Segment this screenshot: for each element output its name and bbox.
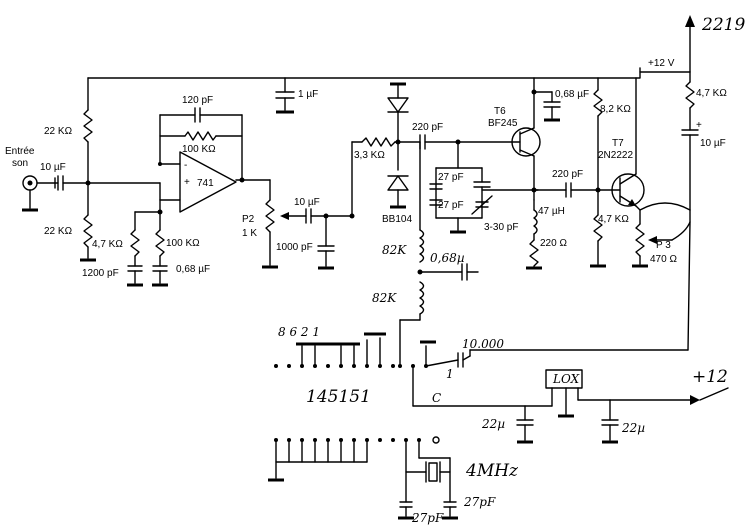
hw-4mhz: 4MHz: [465, 461, 519, 481]
drain-decoupling: [531, 89, 561, 122]
input-label-1: Entrée: [5, 146, 35, 157]
coupling-cap-220a: [419, 134, 513, 150]
r-82k-label: 8,2 KΩ: [600, 104, 631, 115]
input-jack: [22, 175, 56, 212]
p3-name: P 3: [656, 240, 671, 251]
r-47k-label: 4,7 KΩ: [92, 239, 123, 250]
r2-label: 22 KΩ: [44, 226, 73, 237]
c-10uf-c-plus: +: [696, 120, 702, 131]
c-10uf-c-label: 10 µF: [700, 138, 726, 149]
transistor-t7: [611, 77, 645, 211]
t7-type: 2N2222: [598, 150, 633, 161]
hw-plus12: +12: [692, 367, 728, 387]
t6-name: T6: [494, 106, 506, 117]
opamp-plus: +: [184, 177, 190, 188]
potentiometer-p2: [262, 179, 307, 269]
coupling-cap-220b: [565, 182, 613, 198]
hw-pins-top: 8 6 2 1: [278, 325, 320, 339]
hw-82k-a: 82K: [382, 243, 407, 257]
input-label-2: son: [12, 158, 28, 169]
p3-value: 470 Ω: [650, 254, 677, 265]
c-in-label: 10 µF: [40, 162, 66, 173]
supply-rail: [87, 15, 695, 79]
hw-22u-a: 22µ: [481, 417, 505, 431]
r-47k-b-label: 4,7 KΩ: [598, 214, 629, 225]
t7-bias: [590, 77, 606, 268]
hw-c: C: [432, 391, 441, 405]
hw-22u-b: 22µ: [621, 421, 645, 435]
coupling-cap-10uf: [305, 141, 363, 270]
r1-label: 22 KΩ: [44, 126, 73, 137]
hw-10000: 10.000: [462, 337, 504, 351]
hw-068: 0,68µ: [430, 251, 465, 265]
noninv-bias-network: [127, 199, 168, 287]
bias-divider: [80, 77, 96, 262]
opamp-741: [159, 151, 271, 213]
varicap-network: [361, 82, 421, 209]
vcc-label: +12 V: [648, 58, 675, 69]
output-label: 2219: [701, 15, 745, 35]
hw-1: 1: [446, 367, 454, 381]
ic-145151-top-pins: [274, 332, 553, 407]
trim-label: 3-30 pF: [484, 222, 518, 233]
varicap-label: BB104: [382, 214, 412, 225]
voltage-regulator: [516, 369, 729, 444]
r-220-label: 220 Ω: [540, 238, 567, 249]
ic-145151-bottom-pins: [268, 436, 458, 520]
potentiometer-p3: [632, 209, 673, 268]
opamp-label: 741: [197, 178, 214, 189]
r-33k-label: 3,3 KΩ: [354, 150, 385, 161]
c-27a-label: 27 pF: [438, 172, 464, 183]
p2-value: 1 K: [242, 228, 257, 239]
c-068b-label: 0,68 µF: [555, 89, 589, 100]
hw-inductor-chain: [399, 141, 479, 366]
hw-27p-b: 27pF: [463, 495, 496, 509]
hw-reg: LOX: [552, 372, 580, 386]
p2-name: P2: [242, 214, 255, 225]
r-47k-c-label: 4,7 KΩ: [696, 88, 727, 99]
source-network: [526, 187, 567, 270]
feedback-network: [159, 107, 243, 181]
hw-82k-b: 82K: [372, 291, 397, 305]
c-068a-label: 0,68 µF: [176, 264, 210, 275]
opamp-minus: -: [184, 160, 187, 171]
oscillator-tank: [429, 141, 539, 234]
c-27b-label: 27 pF: [438, 200, 464, 211]
hw-27p-a: 27pF: [411, 511, 444, 525]
input-capacitor: [54, 175, 161, 191]
c-220b-label: 220 pF: [552, 169, 583, 180]
c-1200-label: 1200 pF: [82, 268, 119, 279]
r-fb-label: 100 KΩ: [182, 144, 216, 155]
decoupling-cap-1uf: [275, 77, 295, 114]
c-10uf-b-label: 10 µF: [294, 197, 320, 208]
c-1uf-label: 1 µF: [298, 89, 318, 100]
hw-ic-145151: 145151: [306, 387, 371, 407]
c-220a-label: 220 pF: [412, 122, 443, 133]
c-fb-label: 120 pF: [182, 95, 213, 106]
t7-name: T7: [612, 138, 624, 149]
r-100k-label: 100 KΩ: [166, 238, 200, 249]
output-network: [469, 71, 699, 351]
t6-type: BF245: [488, 118, 518, 129]
transistor-t6: [511, 77, 541, 201]
l-47-label: 47 µH: [538, 206, 565, 217]
c-1000-label: 1000 pF: [276, 242, 313, 253]
